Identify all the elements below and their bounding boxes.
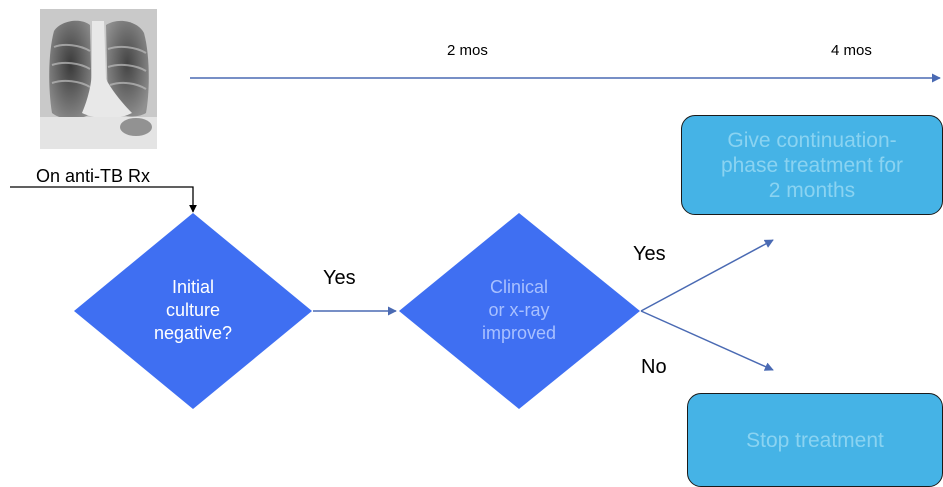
yes-label-1: Yes <box>323 267 356 289</box>
outcome-stop-treatment: Stop treatment <box>687 393 943 487</box>
decision-initial-culture-label: Initial culture negative? <box>153 277 233 343</box>
outcome-continuation-treatment: Give continuation- phase treatment for 2… <box>681 115 943 215</box>
timeline-label-4-months: 4 mos <box>831 42 872 59</box>
yes-label-2: Yes <box>633 243 666 265</box>
decision-clinical-improved <box>399 213 640 409</box>
decision-clinical-improved-label: Clinical or x-ray improved <box>481 277 557 343</box>
no-arrow <box>640 310 774 371</box>
yes-arrow-2 <box>640 239 774 312</box>
no-label: No <box>641 356 667 378</box>
chest-xray-image <box>40 9 157 149</box>
caption-on-treatment: On anti-TB Rx <box>36 166 151 186</box>
decision-initial-culture <box>74 213 312 409</box>
timeline-label-2-months: 2 mos <box>447 42 488 59</box>
entry-arrow <box>10 186 197 213</box>
